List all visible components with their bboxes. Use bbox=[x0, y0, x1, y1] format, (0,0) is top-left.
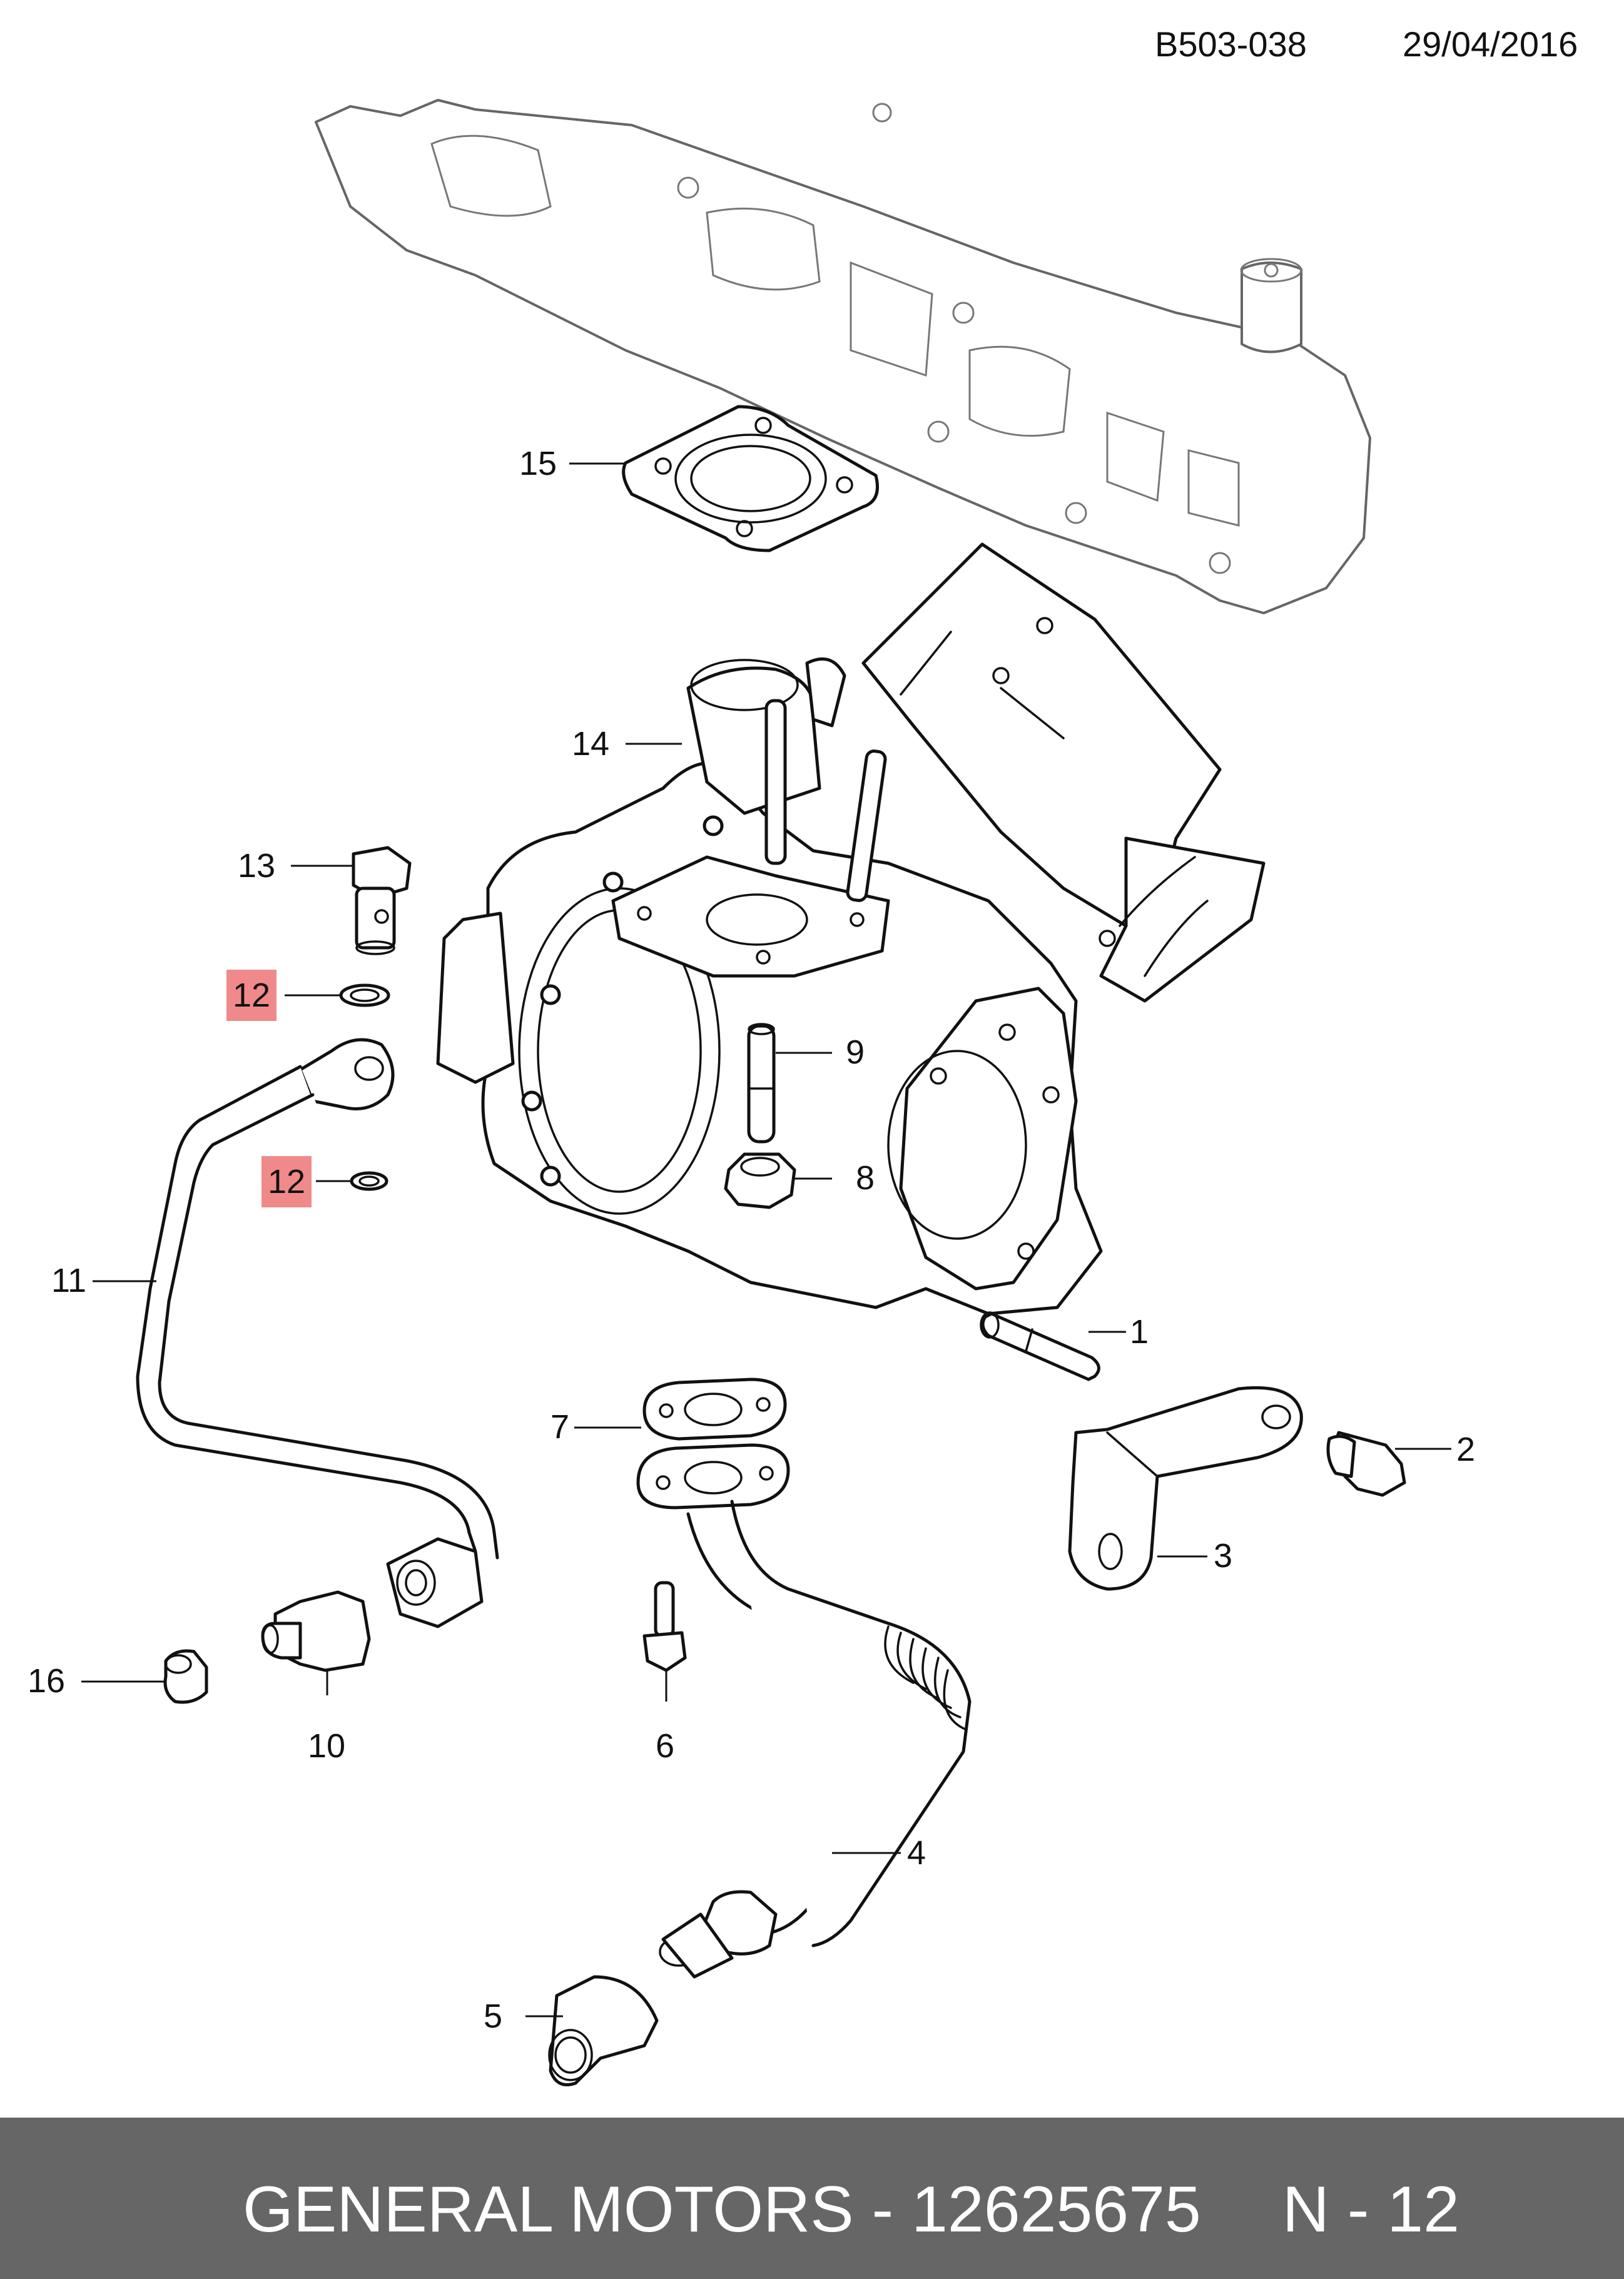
footer-position: N - 12 bbox=[1282, 2173, 1459, 2246]
callout-10: 10 bbox=[308, 1727, 346, 1765]
banjo-bolt-13-drawing bbox=[352, 846, 412, 955]
document-date: 29/04/2016 bbox=[1403, 24, 1578, 64]
turbocharger-exploded-diagram bbox=[81, 99, 1451, 2086]
callout-5: 5 bbox=[484, 1997, 503, 2035]
heat-shield-drawing bbox=[861, 542, 1266, 1003]
callout-8: 8 bbox=[856, 1159, 875, 1197]
oil-feed-pipe-11-drawing bbox=[136, 1038, 499, 1628]
stud-1-drawing bbox=[980, 1311, 1100, 1381]
bolt-6-drawing bbox=[642, 1581, 687, 1672]
callout-14: 14 bbox=[572, 725, 610, 763]
exhaust-manifold-drawing bbox=[315, 99, 1371, 614]
gasket-15-drawing bbox=[622, 405, 879, 552]
gasket-7-drawing bbox=[642, 1378, 787, 1441]
callout-11: 11 bbox=[51, 1262, 87, 1299]
cap-16-drawing bbox=[163, 1649, 208, 1704]
washer-12-upper-drawing bbox=[339, 983, 390, 1007]
adapter-10-drawing bbox=[261, 1590, 371, 1672]
footer-part-number: GENERAL MOTORS - 12625675 bbox=[243, 2173, 1201, 2246]
bushing-5-drawing bbox=[548, 1975, 659, 2086]
callout-1: 1 bbox=[1130, 1313, 1149, 1351]
callout-9: 9 bbox=[846, 1033, 865, 1071]
callout-6: 6 bbox=[656, 1727, 675, 1765]
callout-13: 13 bbox=[238, 847, 276, 885]
footer-bar: GENERAL MOTORS - 12625675 N - 12 bbox=[0, 2118, 1624, 2279]
bolt-2-drawing bbox=[1326, 1431, 1406, 1497]
callout-15: 15 bbox=[519, 445, 557, 482]
bracket-3-drawing bbox=[1068, 1386, 1303, 1591]
callout-7: 7 bbox=[551, 1408, 570, 1446]
document-code: B503-038 bbox=[1155, 24, 1307, 64]
callout-2: 2 bbox=[1456, 1431, 1476, 1468]
callout-3: 3 bbox=[1214, 1537, 1233, 1575]
turbocharger-drawing bbox=[436, 657, 1103, 1316]
callout-4: 4 bbox=[907, 1834, 926, 1872]
nut-8-drawing bbox=[724, 1152, 796, 1209]
callout-12-lower: 12 bbox=[261, 1156, 312, 1207]
oil-return-pipe-4-drawing bbox=[636, 1443, 972, 1979]
footer-caption: GENERAL MOTORS - 12625675 N - 12 bbox=[243, 2173, 1459, 2247]
leader-lines bbox=[81, 462, 1451, 2018]
callout-12-upper: 12 bbox=[226, 970, 277, 1021]
stud-9-drawing bbox=[747, 1023, 776, 1144]
washer-12-lower-drawing bbox=[350, 1171, 388, 1191]
callout-16: 16 bbox=[28, 1662, 66, 1700]
